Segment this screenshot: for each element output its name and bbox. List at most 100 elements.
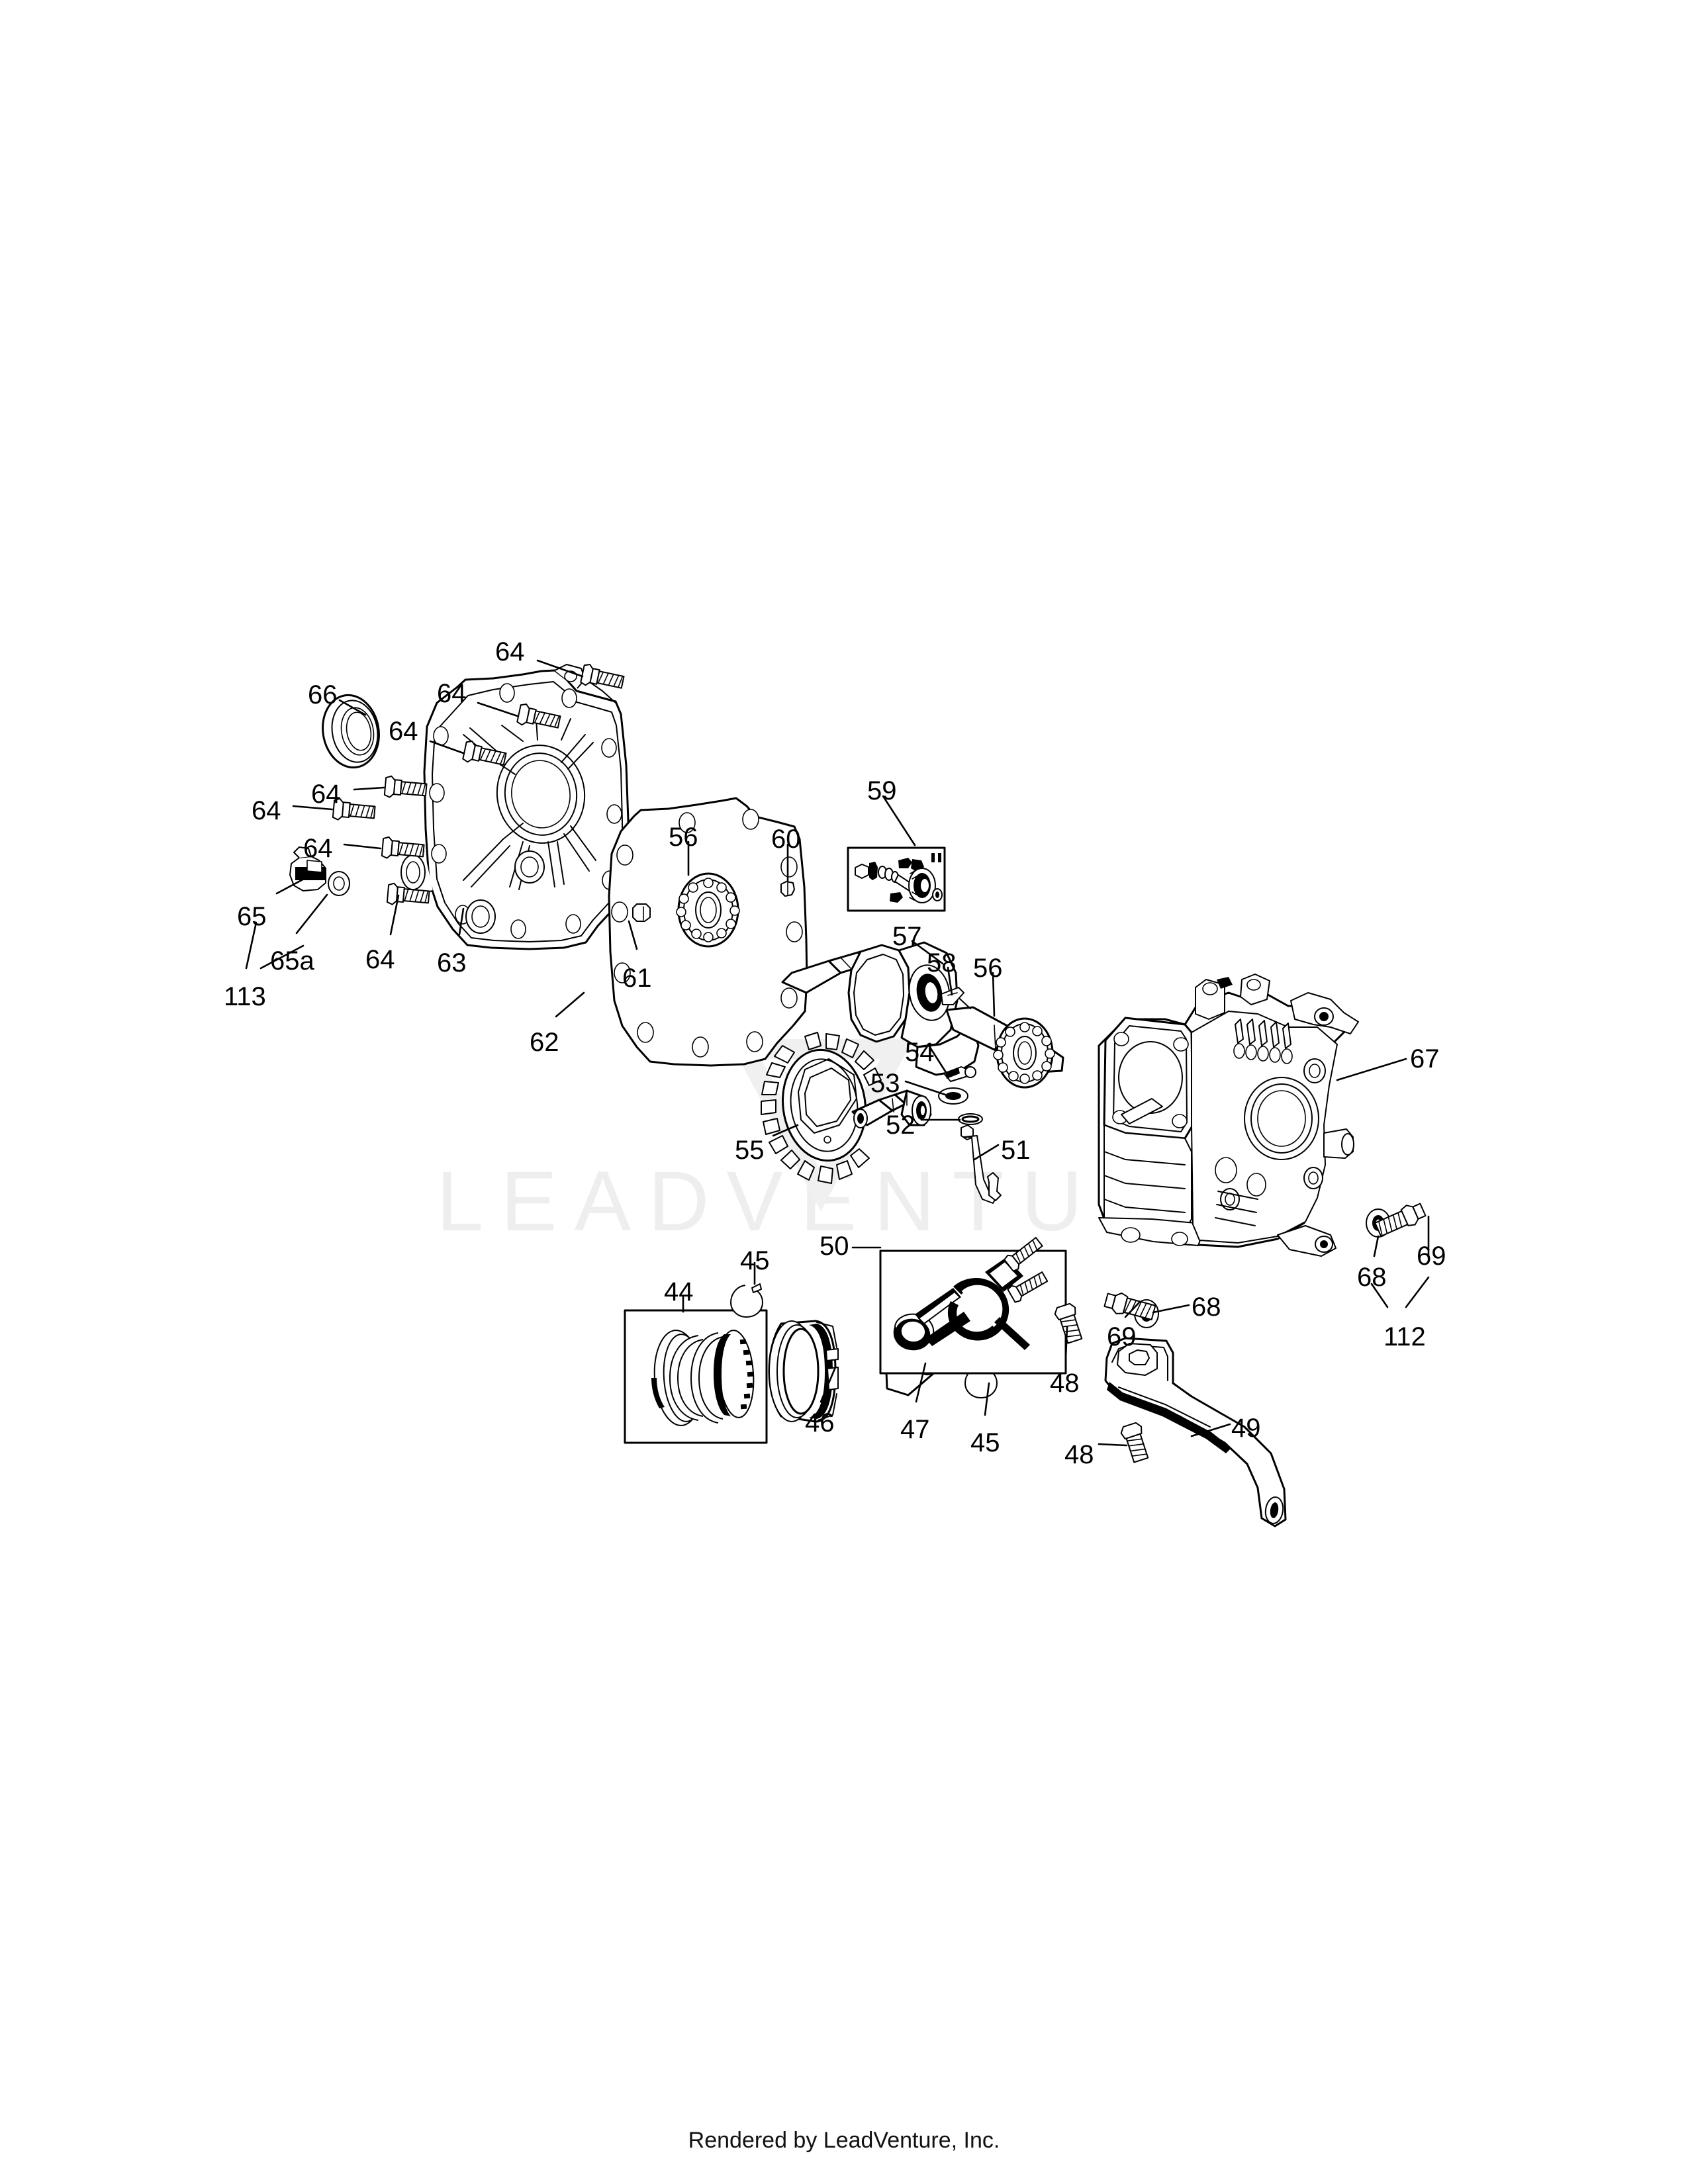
callout-68: 68 xyxy=(1192,1293,1221,1322)
callout-64: 64 xyxy=(311,780,341,809)
part-63-crankcase-cover xyxy=(400,664,630,950)
callout-64: 64 xyxy=(365,945,395,974)
callout-64: 64 xyxy=(495,637,525,666)
callout-49: 49 xyxy=(1231,1414,1261,1443)
callout-67: 67 xyxy=(1410,1044,1440,1073)
part-46-piston xyxy=(768,1320,839,1423)
leader-line-c58 xyxy=(947,966,953,996)
callout-55: 55 xyxy=(735,1136,765,1165)
part-50-connecting-rod-box xyxy=(879,1236,1067,1375)
part-54-pin xyxy=(943,1066,976,1082)
leader-line-c113b xyxy=(259,944,305,970)
callout-68: 68 xyxy=(1357,1263,1387,1292)
leader-line-c59 xyxy=(882,795,916,846)
callout-69: 69 xyxy=(1107,1322,1137,1351)
leader-line-c64f xyxy=(343,843,382,850)
callout-60: 60 xyxy=(771,825,801,854)
callout-64: 64 xyxy=(389,717,418,746)
part-48-bolt-upper xyxy=(1054,1302,1083,1344)
leader-line-c64c xyxy=(429,740,465,754)
leader-line-c48b xyxy=(1098,1443,1128,1447)
callout-61: 61 xyxy=(622,964,652,993)
part-55-camshaft-gear xyxy=(761,1032,932,1184)
leader-line-c49 xyxy=(1190,1423,1231,1437)
callout-64: 64 xyxy=(252,796,281,825)
part-59-governor-assembly-box xyxy=(847,846,946,912)
leader-line-c64g xyxy=(389,894,400,936)
leader-line-c46 xyxy=(820,1366,837,1403)
callout-47: 47 xyxy=(900,1415,930,1444)
callout-54: 54 xyxy=(905,1038,935,1067)
part-69-bolt-bottom xyxy=(1103,1292,1156,1321)
leader-line-c54 xyxy=(927,1043,949,1077)
part-53-washer xyxy=(938,1087,968,1105)
callout-69: 69 xyxy=(1417,1242,1446,1271)
leader-line-c64e xyxy=(292,805,334,811)
leader-line-c53 xyxy=(904,1080,947,1096)
leader-line-c66 xyxy=(338,699,367,716)
leader-line-c55 xyxy=(772,1124,799,1137)
callout-48: 48 xyxy=(1050,1369,1080,1398)
part-61-dowel-pin xyxy=(632,903,651,922)
part-detail-clip xyxy=(987,1172,1002,1201)
callout-45: 45 xyxy=(740,1246,770,1275)
leader-line-c48a xyxy=(1064,1326,1068,1360)
leader-line-c65a xyxy=(295,893,328,934)
part-45-piston-pin-clip-left xyxy=(730,1283,763,1318)
part-60-key xyxy=(780,881,795,897)
part-48-bolt-lower xyxy=(1120,1422,1149,1463)
callout-66: 66 xyxy=(308,680,338,709)
callout-112: 112 xyxy=(1383,1322,1426,1351)
callout-65a: 65a xyxy=(270,946,314,976)
callout-57: 57 xyxy=(892,922,922,951)
leader-line-c47 xyxy=(915,1362,927,1403)
part-69-bolt-right xyxy=(1374,1203,1427,1237)
callout-51: 51 xyxy=(1001,1136,1031,1165)
leader-line-c68a xyxy=(1373,1235,1380,1257)
callout-56: 56 xyxy=(669,823,698,852)
leader-line-c65 xyxy=(275,876,308,895)
leader-line-c45b xyxy=(984,1382,990,1416)
leader-line-c67 xyxy=(1336,1058,1407,1081)
leader-line-c64a xyxy=(536,659,584,678)
callout-44: 44 xyxy=(664,1277,694,1306)
leader-line-c68b xyxy=(1152,1304,1190,1314)
leader-line-c63 xyxy=(458,907,465,936)
part-56-ball-bearing-right xyxy=(993,1017,1055,1089)
part-66-oil-seal xyxy=(322,694,380,769)
callout-59: 59 xyxy=(867,776,897,805)
callout-113: 113 xyxy=(224,982,266,1011)
callout-leader-lines xyxy=(245,659,1430,1447)
leader-line-c56b xyxy=(992,972,996,1017)
part-49-support-bracket xyxy=(1104,1337,1287,1527)
callout-52: 52 xyxy=(886,1111,915,1140)
part-56-ball-bearing-left xyxy=(676,872,740,948)
part-52-oring xyxy=(958,1113,983,1125)
callout-48: 48 xyxy=(1064,1440,1094,1469)
leader-line-c62 xyxy=(555,991,585,1018)
leader-line-c57 xyxy=(911,940,944,965)
part-44-piston-ring-set-box xyxy=(624,1309,768,1444)
part-67-cylinder-block xyxy=(1098,974,1359,1257)
callout-53: 53 xyxy=(870,1069,900,1098)
leader-line-c112b xyxy=(1405,1276,1430,1308)
callout-50: 50 xyxy=(820,1232,849,1261)
callout-46: 46 xyxy=(805,1408,835,1437)
callout-58: 58 xyxy=(927,948,957,978)
callout-63: 63 xyxy=(437,948,467,978)
callout-64: 64 xyxy=(303,834,333,863)
leader-line-c64b xyxy=(477,702,519,717)
callout-45: 45 xyxy=(970,1428,1000,1457)
leader-line-c69b xyxy=(1124,1300,1141,1318)
leader-line-c51 xyxy=(973,1144,1000,1161)
leader-line-c61 xyxy=(628,920,638,950)
part-64-flange-bolts xyxy=(332,664,625,905)
callout-64: 64 xyxy=(437,679,467,708)
footer-credit: Rendered by LeadVenture, Inc. xyxy=(688,2128,1000,2153)
callout-56: 56 xyxy=(973,954,1003,983)
part-65a-washer xyxy=(328,871,350,896)
callout-65: 65 xyxy=(237,902,267,931)
leader-line-c113 xyxy=(245,921,258,970)
